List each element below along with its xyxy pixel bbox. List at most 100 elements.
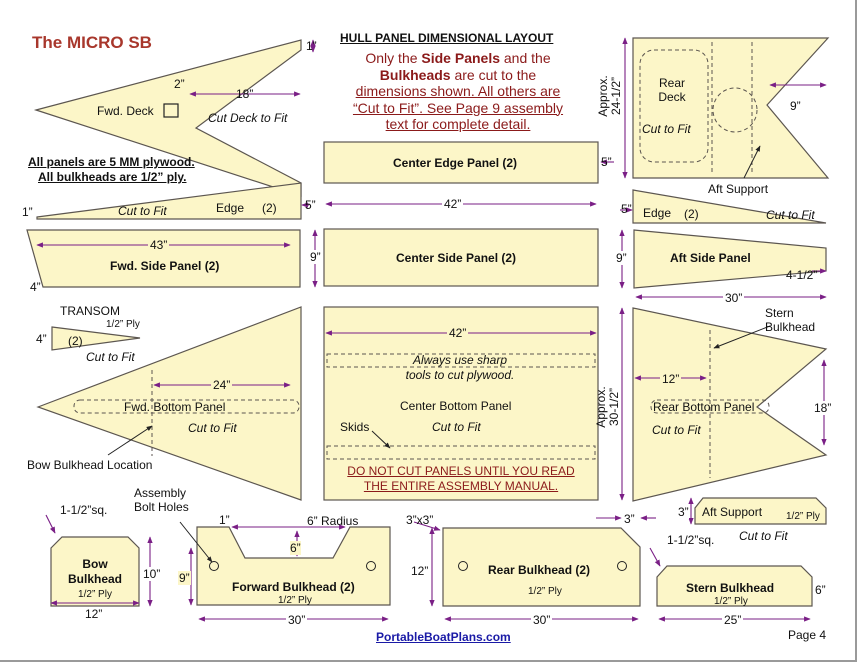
fwd-bottom-skid-band bbox=[73, 399, 300, 414]
aft-support-dim-3: 3” bbox=[678, 505, 689, 519]
bow-bulkhead-label-1: Bow bbox=[82, 557, 108, 571]
notice-line-3: dimensions shown. All others are bbox=[355, 83, 561, 99]
leader-bow-bulkhead-location bbox=[107, 425, 153, 456]
rear-bulkhead-part bbox=[442, 527, 641, 607]
edge-left-cut: Cut to Fit bbox=[118, 204, 167, 218]
center-bottom-warning-1: DO NOT CUT PANELS UNTIL YOU READ bbox=[347, 464, 575, 478]
page-number: Page 4 bbox=[788, 628, 827, 642]
rear-bulkhead-ply: 1/2” Ply bbox=[528, 586, 562, 597]
edge-right-qty: (2) bbox=[684, 207, 699, 221]
center-bottom-dim-42: 42” bbox=[447, 326, 469, 340]
stern-bulkhead-label-1: Stern bbox=[765, 306, 794, 320]
forward-bulkhead-label: Forward Bulkhead (2) bbox=[232, 580, 355, 594]
edge-left-dim-1: 1” bbox=[22, 205, 33, 219]
center-bottom-label: Center Bottom Panel bbox=[400, 399, 512, 413]
dim-corner-arrow bbox=[413, 521, 441, 531]
aft-support-part bbox=[694, 497, 827, 525]
fwd-side-dim-4: 4” bbox=[30, 280, 41, 294]
bolt-holes-label-1: Assembly bbox=[134, 486, 187, 500]
stern-bulkhead-dim-sq: 1-1/2”sq. bbox=[667, 533, 715, 547]
rear-deck-circle bbox=[712, 87, 758, 133]
notice-line-2: Bulkheads are cut to the bbox=[379, 66, 537, 83]
layout-heading: HULL PANEL DIMENSIONAL LAYOUT bbox=[340, 31, 554, 45]
center-bottom-skid-top bbox=[326, 353, 596, 368]
center-bottom-skids: Skids bbox=[340, 420, 370, 434]
forward-bulkhead-ply: 1/2” Ply bbox=[278, 595, 312, 606]
notice-line-4: “Cut to Fit”. See Page 9 assembly bbox=[352, 99, 564, 116]
fwd-deck-dim-tip: 1” bbox=[306, 39, 317, 53]
notice-line-1: Only the Side Panels and the bbox=[365, 50, 551, 66]
stern-bulkhead-label: Stern Bulkhead bbox=[686, 581, 775, 595]
rear-deck-dim-9: 9” bbox=[790, 99, 801, 113]
fwd-bulkhead-dim-30: 30” bbox=[286, 613, 308, 627]
rear-deck-label-1: Rear bbox=[658, 76, 685, 90]
rear-bottom-panel bbox=[632, 307, 828, 502]
rear-deck-label-2: Deck bbox=[658, 90, 686, 104]
edge-right-cut: Cut to Fit bbox=[766, 208, 815, 222]
fwd-side-dim-9: 9” bbox=[310, 250, 321, 264]
aft-side-dim-45: 4-1/2” bbox=[786, 268, 818, 282]
notice-line-5: text for complete detail. bbox=[385, 116, 531, 132]
edge-left-dim-5: 5” bbox=[305, 198, 316, 212]
fwd-bulkhead-dim-6: 6” bbox=[290, 541, 301, 555]
edge-right-dim-5: 5” bbox=[621, 202, 632, 216]
center-bottom-tools-2: tools to cut plywood. bbox=[405, 368, 515, 382]
stern-bulkhead-label-2: Bulkhead bbox=[765, 320, 816, 334]
fwd-bottom-dim-24: 24” bbox=[211, 378, 233, 392]
bow-bulkhead-dim-12: 12” bbox=[85, 607, 103, 621]
center-bottom-tools-1: Always use sharp bbox=[412, 353, 508, 367]
edge-left-label: Edge bbox=[216, 201, 245, 215]
center-bottom-skid-bottom bbox=[326, 445, 596, 460]
edge-left-qty: (2) bbox=[262, 201, 277, 215]
fwd-bottom-label: Fwd. Bottom Panel bbox=[124, 400, 226, 414]
forward-bulkhead-part bbox=[196, 526, 391, 606]
fwd-side-dim-43: 43” bbox=[148, 238, 170, 252]
aft-support-part-label: Aft Support bbox=[702, 505, 763, 519]
footer-website-link[interactable]: PortableBoatPlans.com bbox=[376, 630, 511, 644]
edge-right-panel bbox=[632, 189, 827, 224]
fwd-deck-label: Fwd. Deck bbox=[97, 104, 154, 118]
fwd-deck-box bbox=[163, 103, 179, 118]
rear-bottom-dim-18: 18” bbox=[814, 401, 832, 415]
center-edge-panel bbox=[323, 141, 599, 184]
page-title: The MICRO SB bbox=[32, 33, 152, 52]
fwd-bottom-cut: Cut to Fit bbox=[188, 421, 237, 435]
stern-bulkhead-dim-25: 25” bbox=[722, 613, 744, 627]
bow-bulkhead-ply: 1/2” Ply bbox=[78, 589, 112, 600]
aft-side-dim-9: 9” bbox=[616, 251, 627, 265]
plywood-note-1: All panels are 5 MM plywood. bbox=[28, 155, 195, 169]
rear-bulkhead-dim-12: 12” bbox=[411, 564, 429, 578]
aft-support-part-ply: 1/2” Ply bbox=[786, 511, 820, 522]
transom-panel bbox=[51, 326, 141, 351]
rear-bottom-label: Rear Bottom Panel bbox=[653, 400, 755, 414]
fwd-bulkhead-radius: 6” Radius bbox=[307, 514, 359, 528]
center-bottom-warning-2: THE ENTIRE ASSEMBLY MANUAL. bbox=[363, 479, 559, 493]
rear-bulkhead-dim-corner: 3”x3” bbox=[406, 513, 434, 527]
stern-bulkhead-part bbox=[656, 565, 813, 607]
fwd-side-label: Fwd. Side Panel (2) bbox=[110, 259, 220, 273]
edge-left-panel bbox=[36, 182, 302, 220]
transom-qty: (2) bbox=[68, 334, 83, 348]
plywood-note-2: All bulkheads are 1/2” ply. bbox=[38, 170, 187, 184]
bow-bulkhead-dim-sq: 1-1/2”sq. bbox=[60, 503, 108, 517]
stern-bulkhead-dim-6: 6” bbox=[815, 583, 826, 597]
fwd-deck-dim-box: 2” bbox=[174, 77, 185, 91]
fwd-deck-cut: Cut Deck to Fit bbox=[208, 111, 288, 125]
rear-bulkhead-bolt-hole-right bbox=[617, 561, 627, 571]
aft-side-dim-30: 30” bbox=[723, 291, 745, 305]
rear-bottom-dim-12: 12” bbox=[660, 372, 682, 386]
center-side-label: Center Side Panel (2) bbox=[396, 251, 517, 265]
rear-deck-panel bbox=[632, 37, 830, 179]
fwd-bottom-panel bbox=[36, 306, 302, 501]
rear-bottom-cut: Cut to Fit bbox=[652, 423, 701, 437]
fwd-bulkhead-dim-9: 9” bbox=[178, 571, 191, 585]
leader-bolt-holes bbox=[179, 521, 213, 563]
rear-bulkhead-dim-3: 3” bbox=[624, 512, 635, 526]
fwd-bulkhead-bolt-hole-left bbox=[209, 561, 219, 571]
rear-bottom-approx: Approx.30-1/2” bbox=[594, 386, 621, 428]
center-bottom-cut: Cut to Fit bbox=[432, 420, 481, 434]
bow-bulkhead-part bbox=[50, 536, 140, 607]
aft-side-label: Aft Side Panel bbox=[670, 251, 751, 265]
center-edge-dim-42: 42” bbox=[442, 197, 464, 211]
